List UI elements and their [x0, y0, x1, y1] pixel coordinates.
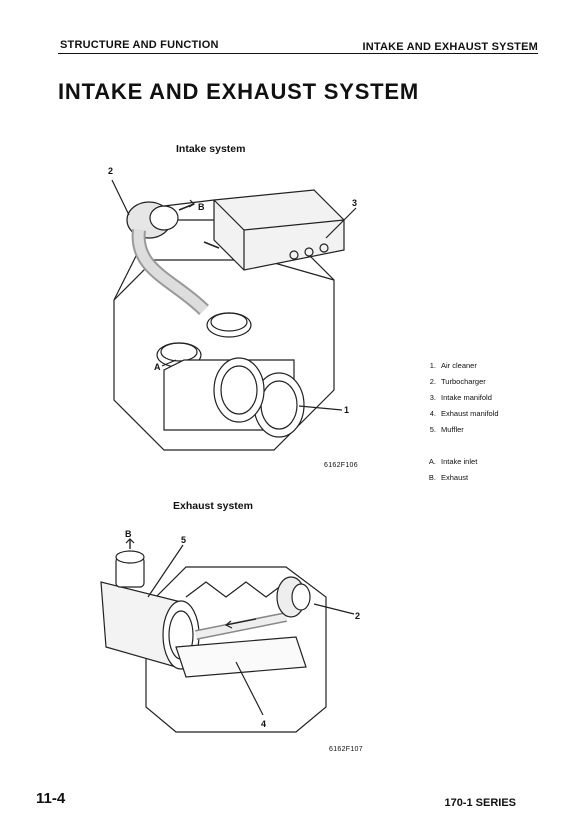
page-title: INTAKE AND EXHAUST SYSTEM: [58, 79, 420, 104]
legend-num: B.: [428, 473, 436, 482]
exhaust-system-illustration: B 5 2 4: [100, 529, 360, 733]
series-label: 170-1 SERIES: [444, 797, 516, 809]
callout-b: B: [125, 529, 132, 539]
callout-5: 5: [181, 535, 186, 545]
callout-1: 1: [344, 405, 349, 415]
legend-label: Exhaust manifold: [441, 409, 499, 418]
legend-label: Exhaust: [441, 473, 469, 482]
callout-2: 2: [108, 166, 113, 176]
legend-num: A.: [428, 457, 436, 466]
callout-2: 2: [355, 611, 360, 621]
exhaust-figure-caption: Exhaust system: [173, 500, 253, 512]
intake-figure-code: 6162F106: [324, 462, 358, 469]
legend-label: Air cleaner: [441, 361, 477, 370]
header-rule: [58, 53, 538, 54]
legend-item: 2. Turbocharger: [423, 377, 486, 386]
legend-item: B. Exhaust: [423, 473, 468, 482]
callout-a: A: [154, 362, 161, 372]
callout-3: 3: [352, 198, 357, 208]
page-header-left: STRUCTURE AND FUNCTION: [60, 39, 219, 51]
page-header-right: INTAKE AND EXHAUST SYSTEM: [362, 41, 538, 53]
legend-item: 1. Air cleaner: [423, 361, 477, 370]
legend-item: 3. Intake manifold: [423, 393, 492, 402]
legend-label: Intake manifold: [441, 393, 492, 402]
intake-figure-caption: Intake system: [176, 143, 246, 155]
legend-num: 3.: [429, 393, 436, 402]
legend-num: 2.: [429, 377, 436, 386]
legend-label: Muffler: [441, 425, 464, 434]
legend-item: A. Intake inlet: [423, 457, 477, 466]
callout-4: 4: [261, 719, 266, 729]
legend-num: 4.: [429, 409, 436, 418]
page-number: 11-4: [36, 790, 66, 807]
callout-b: B: [198, 202, 205, 212]
legend-label: Turbocharger: [441, 377, 486, 386]
intake-system-illustration: 2 B 3 A 1: [108, 166, 357, 451]
legend-num: 5.: [429, 425, 436, 434]
legend-label: Intake inlet: [441, 457, 478, 466]
exhaust-figure-code: 6162F107: [329, 746, 363, 753]
legend-num: 1.: [429, 361, 436, 370]
legend-item: 4. Exhaust manifold: [423, 409, 499, 418]
legend-item: 5. Muffler: [423, 425, 464, 434]
